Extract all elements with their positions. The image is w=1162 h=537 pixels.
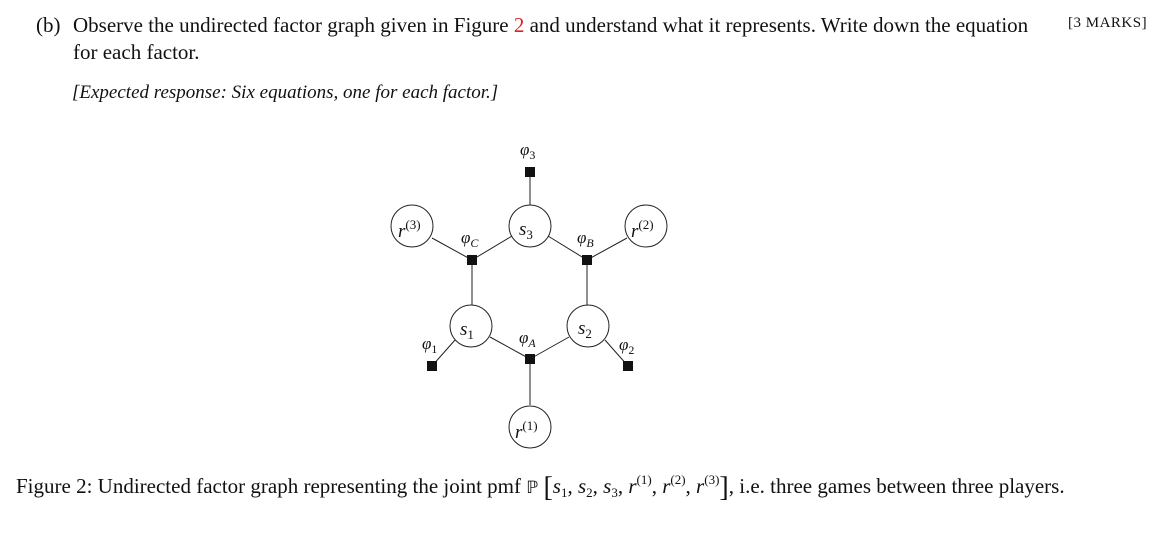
edge-r3-fC <box>431 237 473 261</box>
figure-reference-link[interactable]: 2 <box>513 13 525 37</box>
comma: , <box>685 474 691 498</box>
variable-nodes <box>390 204 668 449</box>
question-text-before: Observe the undirected factor graph give… <box>73 13 514 37</box>
edge-r2-fB <box>586 237 628 261</box>
arg-s2-sub: 2 <box>586 485 593 500</box>
factor-graph: s3 s1 s2 r(3) r(2) r(1) φ3 φC φB φA φ1 φ… <box>390 140 668 449</box>
bracket-open: [ <box>543 472 553 503</box>
label-s3: s3 <box>519 219 533 242</box>
comma: , <box>617 474 624 498</box>
arg-r2-base: r <box>662 474 671 498</box>
factor-node-f1 <box>427 361 437 371</box>
variable-node-r2 <box>624 204 668 248</box>
marks-label: [3 MARKS] <box>1068 15 1148 31</box>
label-f1: φ1 <box>422 334 437 356</box>
factor-node-fB <box>582 255 592 265</box>
label-f3: φ3 <box>520 140 535 162</box>
variable-node-r1 <box>508 405 552 449</box>
edge-s3-fB <box>547 235 588 261</box>
question-text: Observe the undirected factor graph give… <box>73 12 1048 66</box>
factor-node-f3 <box>525 167 535 177</box>
label-fA: φA <box>519 328 536 350</box>
label-fC: φC <box>461 228 479 250</box>
factor-node-fC <box>467 255 477 265</box>
label-f2: φ2 <box>619 335 634 357</box>
variable-node-s2 <box>566 304 610 348</box>
bracket-close: ] <box>719 472 729 503</box>
comma: , <box>567 474 573 498</box>
edge-s2-fA <box>529 336 570 360</box>
factor-node-f2 <box>623 361 633 371</box>
factor-node-fA <box>525 354 535 364</box>
edge-s1-fA <box>489 336 531 360</box>
edge-s3-fC <box>471 235 513 261</box>
label-s1: s1 <box>460 319 474 342</box>
arg-s2-base: s <box>577 474 587 498</box>
question-text-after: and understand what it represents. Write… <box>73 13 1029 64</box>
arg-s1-base: s <box>552 474 561 498</box>
variable-node-r3 <box>390 204 434 248</box>
arg-r1-sup: (1) <box>636 472 652 487</box>
arg-s1-sub: 1 <box>560 485 568 500</box>
label-s2: s2 <box>578 318 592 341</box>
factor-nodes <box>427 167 633 371</box>
comma: , <box>592 474 598 498</box>
arg-r2-sup: (2) <box>670 472 686 487</box>
node-labels: s3 s1 s2 r(3) r(2) r(1) φ3 φC φB φA φ1 φ… <box>398 140 654 443</box>
variable-node-s3 <box>508 204 552 248</box>
arg-s3-sub: 3 <box>611 485 618 500</box>
label-r1: r(1) <box>515 418 538 443</box>
graph-edges <box>431 172 629 405</box>
label-r3: r(3) <box>398 217 421 242</box>
arg-s3-base: s <box>603 474 612 498</box>
expected-response-note: [Expected response: Six equations, one f… <box>72 82 499 103</box>
label-r2: r(2) <box>631 217 654 242</box>
pmf-symbol: ℙ <box>526 478 539 498</box>
caption-prefix: Figure 2: Undirected factor graph repres… <box>16 474 527 498</box>
variable-node-s1 <box>449 304 493 348</box>
arg-r3-sup: (3) <box>704 472 720 487</box>
comma: , <box>651 474 657 498</box>
arg-r1-base: r <box>628 474 637 498</box>
label-fB: φB <box>577 228 594 250</box>
question-label: (b) <box>36 13 61 37</box>
caption-suffix: , i.e. three games between three players… <box>728 474 1065 498</box>
figure-caption: Figure 2: Undirected factor graph repres… <box>16 472 1076 502</box>
arg-r3-base: r <box>696 474 705 498</box>
